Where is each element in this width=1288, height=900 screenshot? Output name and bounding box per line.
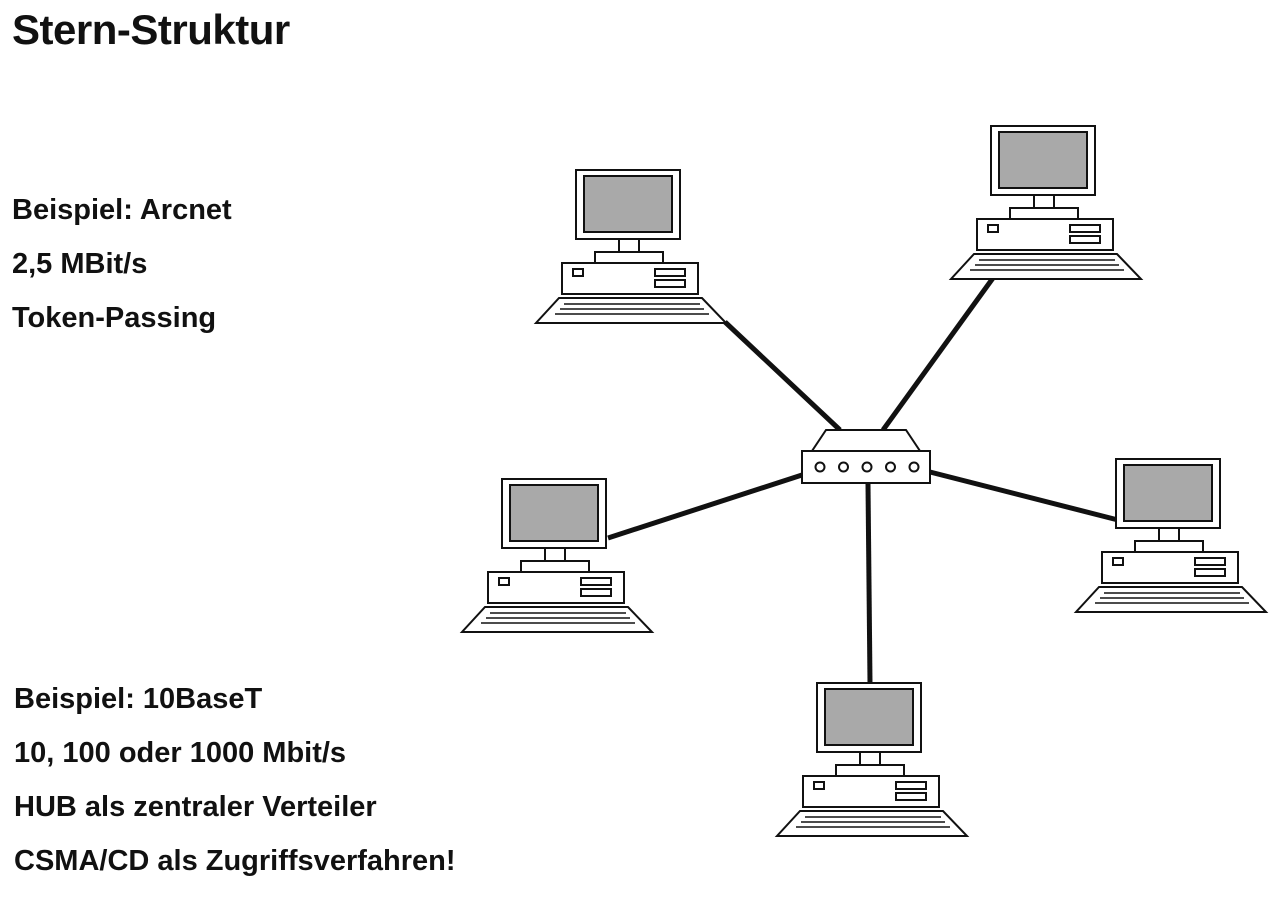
computer-icon bbox=[1075, 458, 1267, 613]
example-access-method: Token-Passing bbox=[12, 302, 217, 334]
hub-port bbox=[885, 461, 896, 473]
link-left bbox=[607, 472, 803, 541]
network-links bbox=[607, 276, 1119, 684]
example-heading: Beispiel: Arcnet bbox=[12, 194, 232, 226]
example-block-arcnet: Beispiel: Arcnet 2,5 MBit/s Token-Passin… bbox=[12, 183, 232, 345]
example-block-10baset: Beispiel: 10BaseT 10, 100 oder 1000 Mbit… bbox=[14, 672, 456, 888]
hub-port bbox=[814, 461, 826, 473]
computer-icon bbox=[776, 682, 968, 837]
hub-ports bbox=[814, 461, 920, 473]
computer-icon bbox=[461, 478, 653, 633]
page-title: Stern-Struktur bbox=[12, 6, 290, 53]
example-hub-note: HUB als zentraler Verteiler bbox=[14, 791, 377, 823]
computer-icon bbox=[950, 125, 1142, 280]
link-top-right bbox=[880, 276, 996, 432]
link-right bbox=[929, 469, 1119, 523]
hub-top bbox=[810, 429, 922, 452]
hub-icon bbox=[801, 429, 931, 484]
example-access-method: CSMA/CD als Zugriffsverfahren! bbox=[14, 845, 456, 877]
link-bottom bbox=[865, 483, 873, 684]
hub-port bbox=[908, 461, 920, 473]
example-speed: 10, 100 oder 1000 Mbit/s bbox=[14, 737, 347, 769]
hub-port bbox=[838, 461, 849, 473]
example-heading: Beispiel: 10BaseT bbox=[14, 683, 263, 715]
hub-port bbox=[861, 461, 873, 473]
example-speed: 2,5 MBit/s bbox=[12, 248, 148, 280]
computer-icon bbox=[535, 169, 727, 324]
link-top-left bbox=[723, 320, 842, 432]
